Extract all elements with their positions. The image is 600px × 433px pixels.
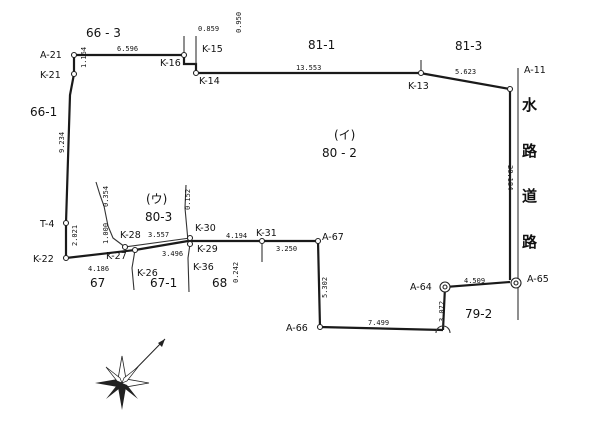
dim-4194: 4.194 (226, 232, 247, 240)
lot-label-66-3: 66 - 3 (86, 26, 121, 40)
point-label-k30: K-30 (195, 223, 216, 234)
dim-3250: 3.250 (276, 245, 297, 253)
dim-3496: 3.496 (162, 250, 183, 258)
road-char-1: 水 (522, 96, 538, 114)
dim-0152: 0.152 (184, 189, 192, 210)
point-t4 (62, 219, 70, 227)
point-label-k15: K-15 (202, 44, 223, 55)
lot-u-left-line (95, 181, 126, 248)
road-char-3: 道 (522, 187, 537, 205)
lot-mark-u: (ウ) (146, 192, 167, 206)
k28-k30-line (124, 237, 191, 248)
lot-label-68: 68 (212, 276, 227, 290)
point-label-a21: A-21 (40, 50, 62, 61)
point-k13 (417, 69, 425, 77)
point-label-k14: K-14 (199, 76, 220, 87)
dim-6596: 6.596 (117, 45, 138, 53)
point-label-k31: K-31 (256, 228, 277, 239)
point-k30 (186, 234, 194, 242)
point-label-k36: K-36 (193, 262, 214, 273)
dim-20184: 20.184 (506, 165, 514, 190)
point-k16 (180, 51, 188, 59)
point-k29 (186, 240, 194, 248)
dim-3072: 3.072 (438, 301, 446, 322)
point-label-k16: K-16 (160, 58, 181, 69)
point-label-k21: K-21 (40, 70, 61, 81)
point-label-t4: T-4 (39, 219, 54, 230)
survey-points (62, 51, 522, 334)
dim-5623: 5.623 (455, 68, 476, 76)
dim-1000: 1.000 (102, 223, 110, 244)
point-k22 (62, 254, 70, 262)
point-label-k28: K-28 (120, 230, 141, 241)
road-char-2: 路 (522, 142, 538, 160)
boundary-line-right (441, 280, 511, 331)
compass-rose-icon (95, 338, 166, 410)
dim-0859: 0.859 (198, 25, 219, 33)
lot-label-81-3: 81-3 (455, 39, 482, 53)
lot-label-80-2: 80 - 2 (322, 146, 357, 160)
dim-3557: 3.557 (148, 231, 169, 239)
lot-label-80-3: 80-3 (145, 210, 172, 224)
point-k31 (258, 237, 266, 245)
point-a66 (316, 323, 324, 331)
dim-2021: 2.021 (71, 225, 79, 246)
dim-4186: 4.186 (88, 265, 109, 273)
dim-5302: 5.302 (321, 277, 329, 298)
dim-0354: 0.354 (102, 186, 110, 207)
dim-0950: 0.950 (235, 12, 243, 33)
point-a64-inner (442, 284, 448, 290)
road-char-4: 路 (522, 233, 538, 251)
point-k21 (70, 70, 78, 78)
point-label-a64: A-64 (410, 282, 432, 293)
dim-9234: 9.234 (58, 132, 66, 153)
point-label-k13: K-13 (408, 81, 429, 92)
point-label-a66: A-66 (286, 323, 308, 334)
lot-label-67-1: 67-1 (150, 276, 177, 290)
point-label-a11: A-11 (524, 65, 546, 76)
point-k14 (192, 69, 200, 77)
lot-label-81-1: 81-1 (308, 38, 335, 52)
lot-u-right-line (184, 184, 189, 242)
point-a11 (506, 85, 514, 93)
dim-13553: 13.553 (296, 64, 321, 72)
point-k27 (131, 246, 139, 254)
point-label-k27: K-27 (106, 251, 127, 262)
point-label-k29: K-29 (197, 244, 218, 255)
point-bottom-arc (435, 325, 451, 334)
point-label-a67: A-67 (322, 232, 344, 243)
point-k28 (121, 243, 129, 251)
lot-label-79-2: 79-2 (465, 307, 492, 321)
lot-label-67: 67 (90, 276, 105, 290)
dim-7499: 7.499 (368, 319, 389, 327)
boundary-line-left (64, 55, 444, 332)
dim-0242: 0.242 (232, 262, 240, 283)
point-a21 (70, 51, 78, 59)
point-a67 (314, 237, 322, 245)
lot-label-66-1: 66-1 (30, 105, 57, 119)
dim-1164: 1.164 (80, 47, 88, 68)
dim-4509: 4.509 (464, 277, 485, 285)
point-a65-inner (513, 280, 519, 286)
lot-68-division-line (187, 243, 191, 293)
point-label-a65: A-65 (527, 274, 549, 285)
lot-67-division-line (131, 249, 136, 291)
point-label-k26: K-26 (137, 268, 158, 279)
point-label-k22: K-22 (33, 254, 54, 265)
lot-mark-i: (イ) (334, 128, 355, 142)
